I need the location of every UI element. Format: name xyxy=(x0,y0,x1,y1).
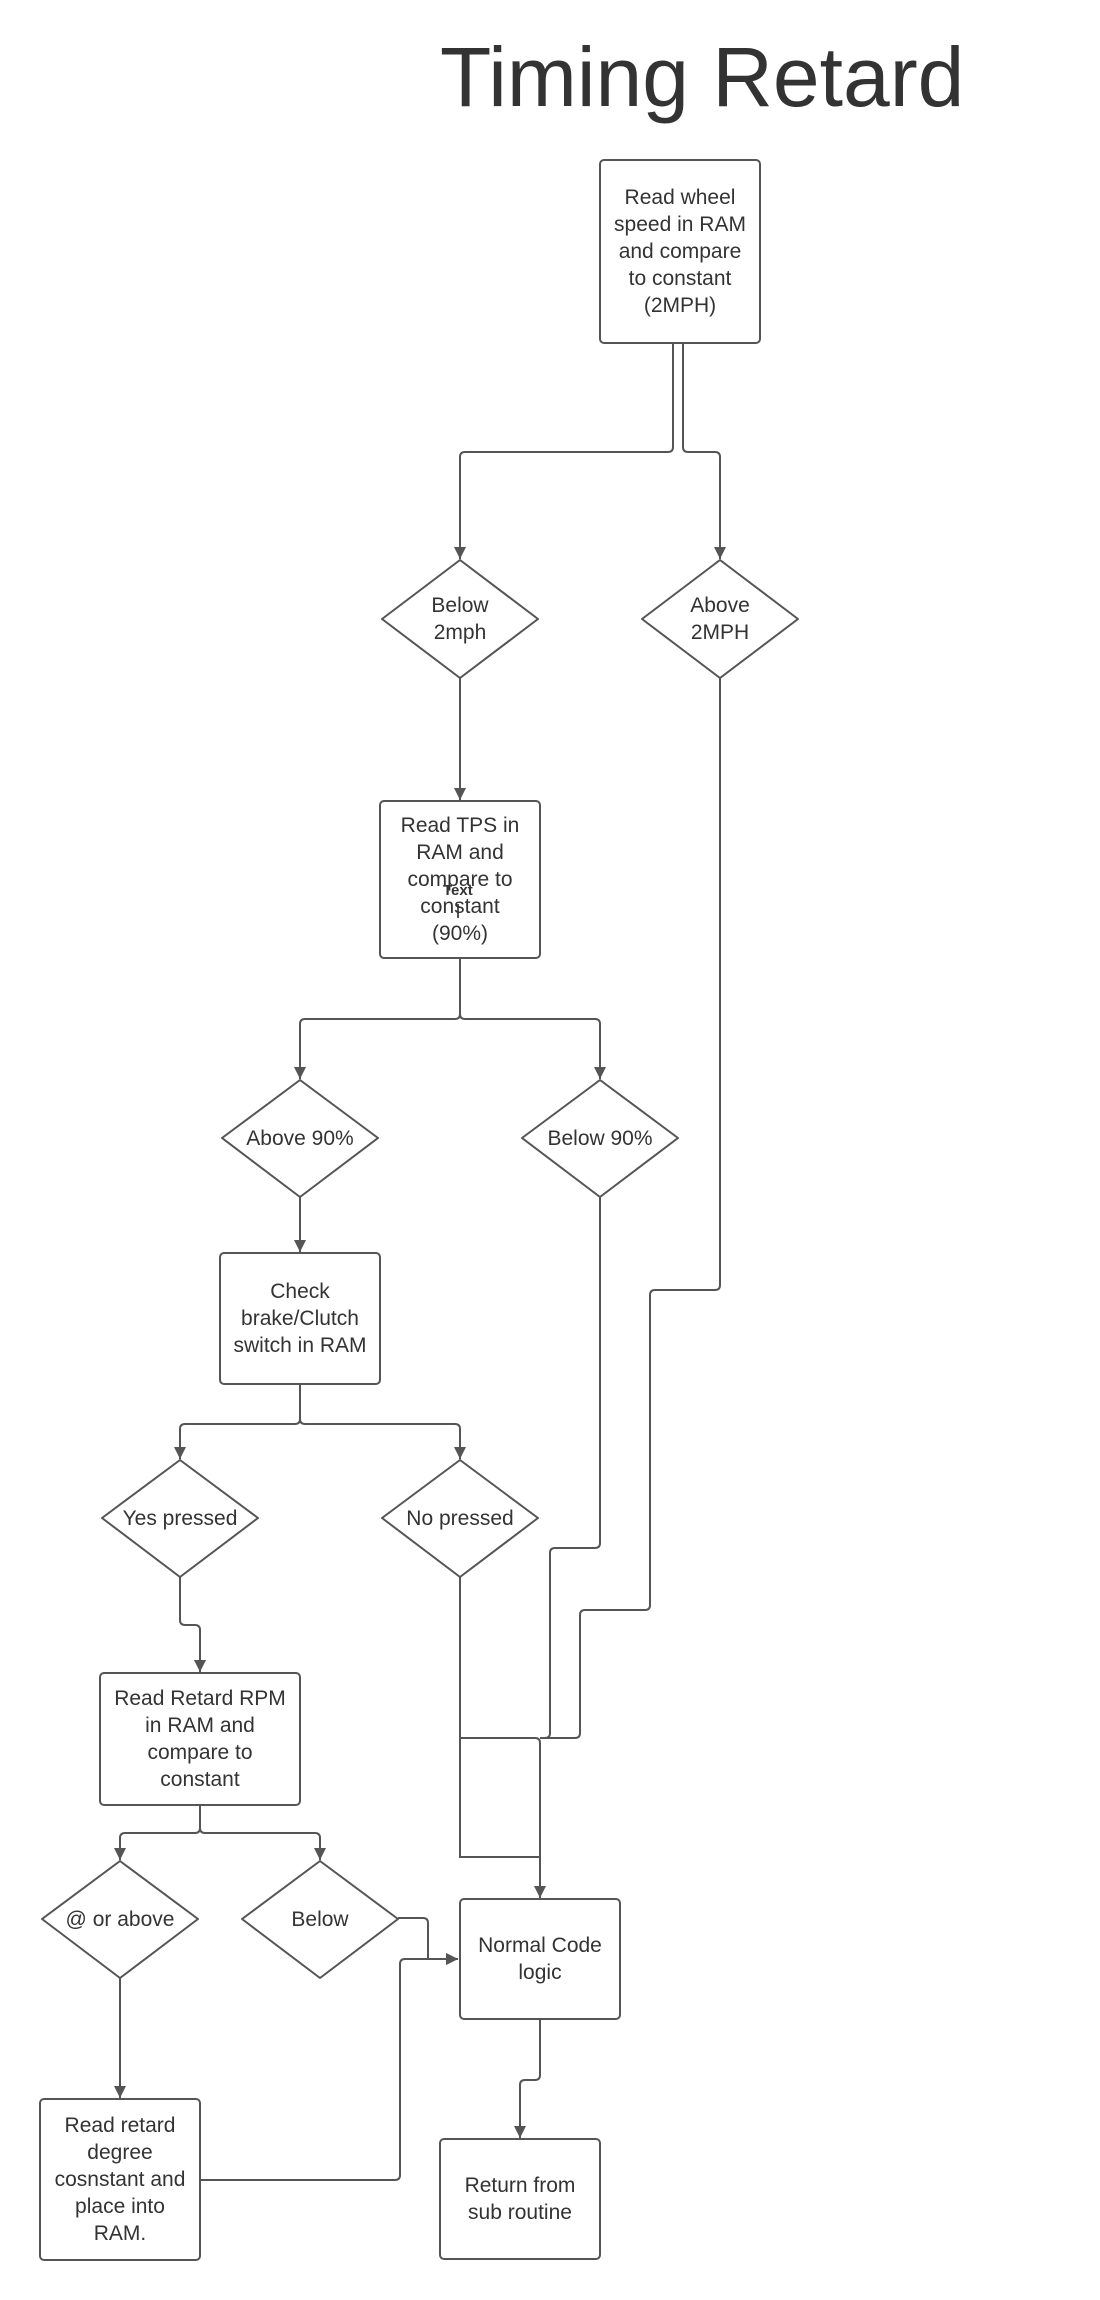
connector-read-retard-degree-to-normal-code xyxy=(200,1953,458,2181)
diagram-title: Timing Retard xyxy=(440,30,965,124)
node-text-read-tps: Read TPS in RAM and compare to constant … xyxy=(400,814,520,945)
decision-diamond-yes-pressed xyxy=(101,1459,259,1578)
connector-read-retard-rpm-to-at-or-above xyxy=(114,1805,201,1860)
node-label-return-sub: Return from sub routine xyxy=(440,2139,600,2259)
connector-read-tps-to-above-90 xyxy=(294,958,461,1079)
node-text-return-sub: Return from sub routine xyxy=(464,2174,576,2224)
node-text-no-pressed: No pressed xyxy=(406,1506,514,1530)
process-box-check-brake xyxy=(219,1252,381,1385)
node-label-at-or-above: @ or above xyxy=(45,1894,195,1944)
node-label-normal-code: Normal Code logic xyxy=(460,1899,620,2019)
process-box-read-retard-degree xyxy=(39,2098,201,2261)
connector-check-brake-to-yes-pressed xyxy=(174,1384,301,1459)
node-label-below-90: Below 90% xyxy=(525,1113,675,1163)
process-box-read-wheel-speed xyxy=(599,159,761,344)
connector-wheel-to-below-2mph xyxy=(454,343,674,559)
process-box-normal-code xyxy=(459,1898,621,2020)
connector-normal-code-to-return xyxy=(514,2019,541,2138)
node-text-read-wheel-speed: Read wheel speed in RAM and compare to c… xyxy=(614,186,746,317)
node-label-above-90: Above 90% xyxy=(225,1113,375,1163)
decision-diamond-above-2mph xyxy=(641,559,799,679)
connector-read-tps-to-below-90 xyxy=(459,1013,606,1079)
node-label-read-tps: Read TPS in RAM and compare to constant … xyxy=(380,801,540,958)
process-box-read-retard-rpm xyxy=(99,1672,301,1806)
connector-merge-loop xyxy=(460,1737,541,1857)
process-box-read-tps xyxy=(379,800,541,959)
connector-below-90-to-merge xyxy=(544,1197,601,1739)
node-text-yes-pressed: Yes pressed xyxy=(122,1506,238,1530)
node-label-read-retard-rpm: Read Retard RPM in RAM and compare to co… xyxy=(100,1673,300,1805)
stray-text-label: Text xyxy=(443,882,473,899)
node-text-above-90: Above 90% xyxy=(246,1126,354,1150)
node-label-check-brake: Check brake/Clutch switch in RAM xyxy=(220,1253,380,1384)
decision-diamond-no-pressed xyxy=(381,1459,539,1578)
node-label-read-wheel-speed: Read wheel speed in RAM and compare to c… xyxy=(600,160,760,343)
node-text-below-2mph: Below 2mph xyxy=(431,594,489,644)
node-text-above-2mph: Above 2MPH xyxy=(690,594,750,644)
connector-below-to-normal-code xyxy=(398,1917,458,1965)
decision-diamond-above-90 xyxy=(221,1079,379,1198)
node-text-normal-code: Normal Code logic xyxy=(478,1934,602,1984)
connector-no-pressed-to-normal-code xyxy=(459,1577,546,1898)
node-text-below: Below xyxy=(291,1907,349,1931)
node-label-no-pressed: No pressed xyxy=(385,1493,535,1543)
node-label-above-2mph: Above 2MPH xyxy=(660,589,780,649)
node-text-check-brake: Check brake/Clutch switch in RAM xyxy=(233,1280,367,1357)
connector-check-brake-to-no-pressed xyxy=(299,1418,466,1459)
decision-diamond-below xyxy=(241,1860,399,1979)
connector-above-2mph-to-merge xyxy=(540,678,721,1739)
node-text-read-retard-degree: Read retard degree cosnstant and place i… xyxy=(54,2114,186,2245)
decision-diamond-below-90 xyxy=(521,1079,679,1198)
node-text-at-or-above: @ or above xyxy=(65,1907,175,1931)
node-text-read-retard-rpm: Read Retard RPM in RAM and compare to co… xyxy=(114,1687,286,1791)
node-label-yes-pressed: Yes pressed xyxy=(105,1493,255,1543)
connector-read-retard-rpm-to-below xyxy=(199,1827,326,1860)
connector-yes-pressed-to-read-retard-rpm xyxy=(179,1577,206,1672)
node-text-below-90: Below 90% xyxy=(547,1126,653,1150)
node-label-read-retard-degree: Read retard degree cosnstant and place i… xyxy=(40,2099,200,2260)
node-label-below: Below xyxy=(245,1894,395,1944)
connector-wheel-to-above-2mph xyxy=(682,343,726,559)
decision-diamond-at-or-above xyxy=(41,1860,199,1979)
decision-diamond-below-2mph xyxy=(381,559,539,679)
process-box-return-sub xyxy=(439,2138,601,2260)
node-label-below-2mph: Below 2mph xyxy=(400,589,520,649)
